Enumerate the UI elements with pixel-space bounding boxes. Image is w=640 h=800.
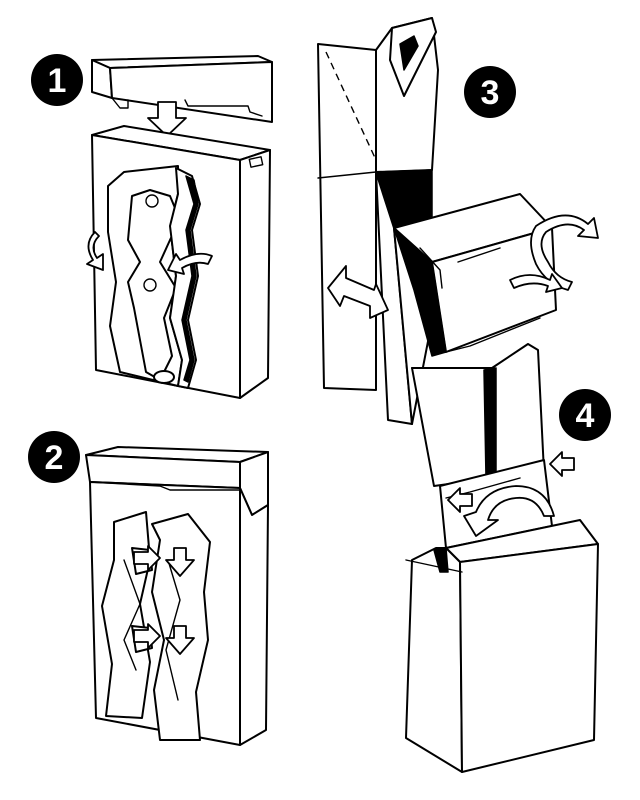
step-3-lid (393, 193, 557, 357)
step-4-left-side-arrow (447, 487, 473, 513)
step-3-number: 3 (481, 74, 500, 112)
step-4-top-section (411, 343, 553, 549)
step-2-illustration (85, 446, 269, 746)
step-3-double-arrow (327, 265, 389, 319)
step-4-right-side-arrow (549, 451, 575, 477)
step-1-lid (91, 55, 273, 123)
step-1-right-rotate-arrow (167, 252, 213, 275)
step-2-arrow-lower-left (133, 623, 161, 649)
step-2-number: 2 (45, 439, 64, 477)
step-1-illustration (86, 55, 273, 399)
step-4-illustration (405, 343, 599, 773)
step-4-number: 4 (576, 397, 595, 435)
step-2-arrow-upper-left (133, 545, 161, 571)
step-1-insert (107, 165, 201, 389)
step-3-rotate-arrow (530, 214, 599, 291)
step-2-badge: 2 (28, 431, 80, 483)
step-3-badge: 3 (464, 66, 516, 118)
step-3-illustration (317, 17, 599, 425)
step-4-base-box (405, 519, 599, 773)
step-4-badge: 4 (559, 389, 611, 441)
step-4-fold-arrow (463, 485, 555, 537)
step-2-arrow-upper-right (165, 547, 195, 577)
step-1-number: 1 (48, 62, 67, 100)
step-2-arrow-lower-right (165, 625, 195, 655)
step-1-badge: 1 (31, 54, 83, 106)
step-3-lid-arrow (509, 273, 563, 293)
step-1-left-rotate-arrow (86, 231, 104, 271)
step-1-down-arrow (147, 101, 187, 137)
